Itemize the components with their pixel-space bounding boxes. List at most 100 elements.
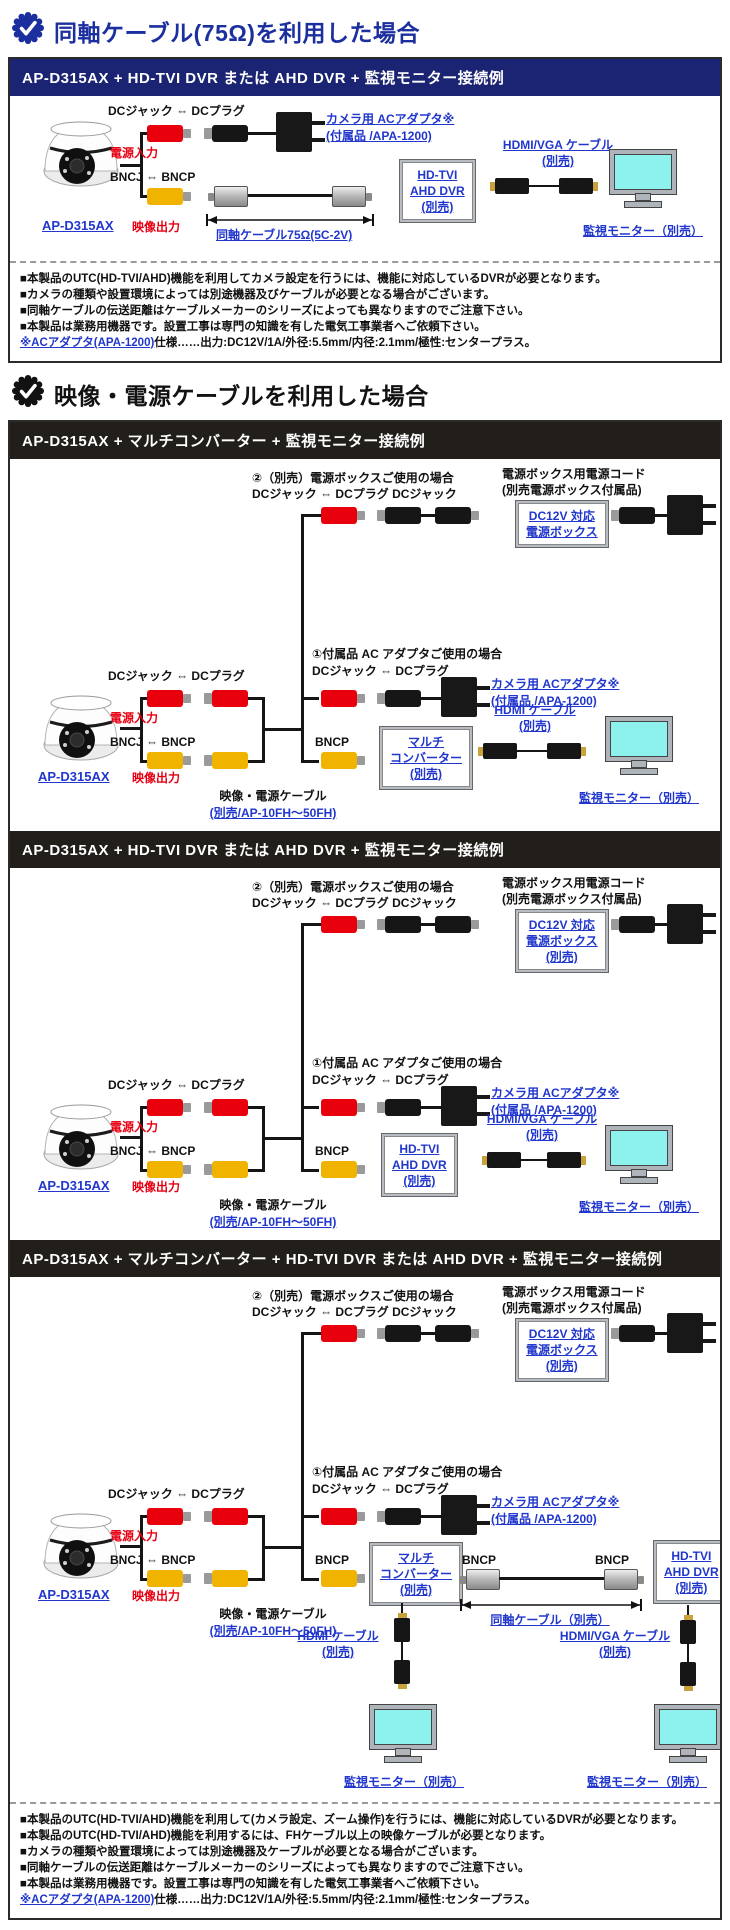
wire [140, 1169, 148, 1172]
avcable-label2[interactable]: (別売/AP-10FH～50FH) [209, 1624, 337, 1638]
case1-title: ①付属品 AC アダプタご使用の場合 [312, 1056, 503, 1070]
case2-title: ②（別売）電源ボックスご使用の場合 [252, 471, 454, 485]
video-out-label: 映像出力 [132, 220, 181, 234]
hdmi-label[interactable]: HDMI ケーブル [297, 1629, 379, 1643]
dome-camera [40, 690, 122, 769]
dvr-line2[interactable]: AHD DVR [410, 184, 465, 198]
diagram-dvr: ②（別売）電源ボックスご使用の場合 DCジャック ⇔ DCプラグ DCジャック … [10, 868, 720, 1240]
hdmi-besu[interactable]: (別売) [519, 719, 551, 733]
ac-adapter-link[interactable]: カメラ用 ACアダプタ※ [491, 1086, 620, 1100]
ac-adapter-link2[interactable]: (付属品 /APA-1200) [491, 1103, 597, 1117]
hdmi-besu[interactable]: (別売) [322, 1645, 354, 1659]
wall-plug [667, 495, 716, 535]
dc-plug-black [377, 1325, 421, 1342]
multi-converter-box: マルチ コンバーター (別売) [380, 727, 473, 789]
power-box: DC12V 対応 電源ボックス [516, 501, 608, 547]
ac-adapter-link2[interactable]: (付属品 /APA-1200) [491, 694, 597, 708]
mid-wire [262, 1546, 304, 1549]
power-cord-label1: 電源ボックス用電源コード [502, 1285, 646, 1299]
camera-wire [120, 164, 142, 167]
dc-jack-red [147, 1099, 191, 1116]
diagram-multi-dvr: ②（別売）電源ボックスご使用の場合 DCジャック ⇔ DCプラグ DCジャック … [10, 1277, 720, 1802]
power-cord-label2: (別売電源ボックス付属品) [502, 483, 642, 497]
notes-section1: ■本製品のUTC(HD-TVI/AHD)機能を利用してカメラ設定を行うには、機能… [10, 263, 720, 361]
monitor-link[interactable]: 監視モニター（別売） [582, 224, 703, 238]
hdmi-cable [478, 743, 586, 759]
power-box-line2[interactable]: 電源ボックス [526, 525, 598, 539]
note-line-adapter: ※ACアダプタ(APA-1200)仕様……出力:DC12V/1A/外径:5.5m… [20, 1894, 537, 1906]
dvr-box: HD-TVI AHD DVR (別売) [400, 160, 475, 222]
ac-adapter-link2[interactable]: (付属品 /APA-1200) [491, 1512, 597, 1526]
bnc-plug-silver [460, 1569, 500, 1590]
panel2-header: AP-D315AX + マルチコンバーター + 監視モニター接続例 [10, 422, 720, 459]
multi-line2[interactable]: コンバーター [390, 751, 463, 765]
coax-wire [499, 1577, 605, 1580]
dc-plug-black [611, 916, 655, 933]
hdmivga-label[interactable]: HDMI/VGA ケーブル [486, 1112, 598, 1126]
ac-adapter-link[interactable]: カメラ用 ACアダプタ※ [491, 677, 620, 691]
hdmivga-besu[interactable]: (別売) [526, 1128, 558, 1142]
dc-plug-red [204, 1099, 248, 1116]
bnc-jack-yellow [147, 188, 191, 205]
case2-sub: DCジャック ⇔ DCプラグ DCジャック [252, 1305, 457, 1319]
monitor-link[interactable]: 監視モニター（別売） [578, 1200, 699, 1214]
ac-adapter-link[interactable]: カメラ用 ACアダプタ※ [491, 1495, 620, 1509]
power-in-label: 電源入力 [110, 711, 159, 725]
camera-model-link[interactable]: AP-D315AX [38, 1587, 110, 1602]
monitor [606, 1126, 672, 1183]
coax-besu-label[interactable]: 同軸ケーブル（別売） [490, 1613, 610, 1627]
monitor-link[interactable]: 監視モニター（別売） [586, 1775, 707, 1789]
dc-plug-black [611, 1325, 655, 1342]
dc-plug-red [204, 690, 248, 707]
multi-line3[interactable]: (別売) [410, 767, 442, 781]
section2-title: 映像・電源ケーブルを利用した場合 [54, 382, 429, 409]
monitor-link[interactable]: 監視モニター（別売） [343, 1775, 464, 1789]
notes-section2: ■本製品のUTC(HD-TVI/AHD)機能を利用して(カメラ設定、ズーム操作)… [10, 1804, 720, 1918]
note-line: ■カメラの種類や設置環境によっては別途機器及ケーブルが必要となる場合がございます… [20, 1846, 484, 1858]
wire [140, 697, 148, 700]
measure-arrow [460, 1599, 642, 1611]
ac-adapter-link[interactable]: カメラ用 ACアダプタ※ [326, 112, 455, 126]
power-in-label: 電源入力 [110, 1120, 159, 1134]
monitor-link[interactable]: 監視モニター（別売） [578, 791, 699, 805]
multi-line1[interactable]: マルチ [408, 735, 445, 749]
power-cord-label1: 電源ボックス用電源コード [502, 876, 646, 890]
bnc-plug-silver [332, 186, 372, 207]
camera-wire [120, 1136, 142, 1139]
hdmi-label[interactable]: HDMI ケーブル [494, 703, 576, 717]
dvr-line3[interactable]: (別売) [421, 200, 454, 214]
hdmivga-besu[interactable]: (別売) [599, 1645, 631, 1659]
dc-jack-red [321, 916, 365, 933]
wall-plug [667, 904, 716, 944]
ac-adapter [441, 1495, 490, 1535]
wire [421, 1332, 435, 1335]
wire [248, 132, 276, 135]
right-bus [301, 697, 304, 763]
panel1-header: AP-D315AX + HD-TVI DVR または AHD DVR + 監視モ… [10, 59, 720, 96]
power-box-line1[interactable]: DC12V 対応 [528, 509, 595, 523]
camera-model-link[interactable]: AP-D315AX [38, 769, 110, 784]
monitor [610, 150, 676, 207]
dc-jack-red [147, 125, 191, 142]
avcable-label2[interactable]: (別売/AP-10FH～50FH) [209, 1215, 337, 1229]
hdmivga-label[interactable]: HDMI/VGA ケーブル [502, 138, 614, 152]
dvr-box: HD-TVI AHD DVR (別売) [382, 1134, 457, 1196]
ac-adapter-link2[interactable]: (付属品 /APA-1200) [326, 129, 432, 143]
case2-title: ②（別売）電源ボックスご使用の場合 [252, 880, 454, 894]
wire [248, 1169, 264, 1172]
avcable-label2[interactable]: (別売/AP-10FH～50FH) [209, 806, 337, 820]
section1-title: 同軸ケーブル(75Ω)を利用した場合 [54, 19, 420, 46]
panel-av-power: AP-D315AX + マルチコンバーター + 監視モニター接続例 ②（別売）電… [8, 420, 722, 1920]
bnc-pair-label: BNCJ ⇔ BNCP [110, 170, 196, 184]
wire [301, 760, 319, 763]
wire [301, 1169, 319, 1172]
dvr-line1[interactable]: HD-TVI [417, 168, 458, 182]
apa1200-link[interactable]: ※ACアダプタ(APA-1200) [20, 337, 155, 349]
apa1200-link[interactable]: ※ACアダプタ(APA-1200) [20, 1894, 155, 1906]
camera-model-link[interactable]: AP-D315AX [38, 1178, 110, 1193]
hdmivga-label[interactable]: HDMI/VGA ケーブル [559, 1629, 671, 1643]
hdmivga-besu[interactable]: (別売) [542, 154, 574, 168]
coax75-label[interactable]: 同軸ケーブル75Ω(5C-2V) [216, 228, 353, 242]
measure-arrow [206, 214, 374, 226]
camera-model-link[interactable]: AP-D315AX [42, 218, 114, 233]
